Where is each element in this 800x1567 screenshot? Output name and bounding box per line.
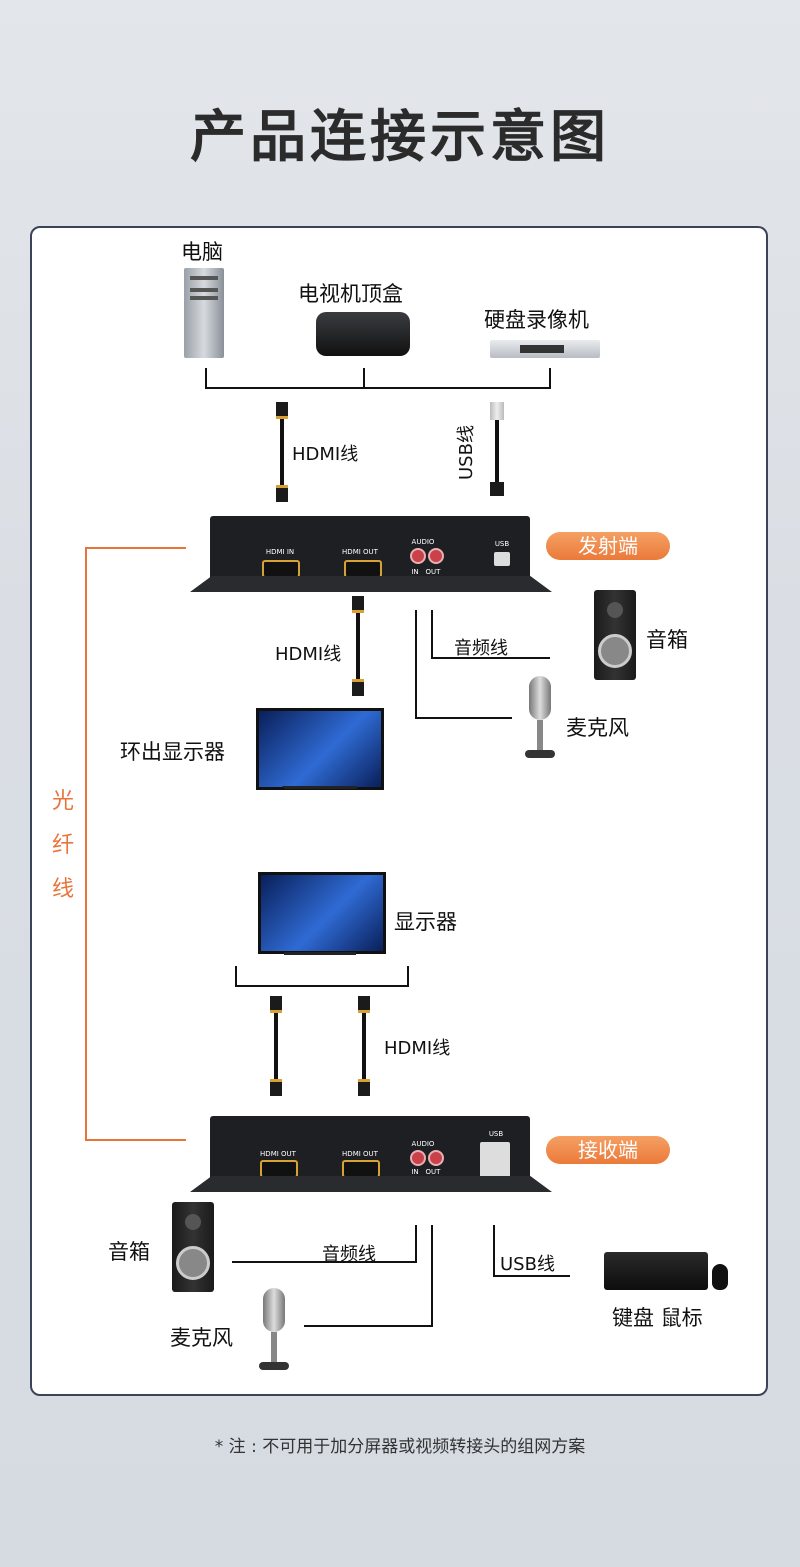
fiber-char: 线 xyxy=(51,877,74,902)
usb-cable-icon xyxy=(490,402,504,498)
settop-box-icon xyxy=(316,312,410,356)
hdmi-port-icon xyxy=(342,1160,380,1178)
transmitter-base xyxy=(190,576,552,592)
hdmi-cable-icon xyxy=(352,596,364,696)
audio-jack-icon xyxy=(410,548,426,564)
audio-cable-label: 音频线 xyxy=(454,638,508,659)
microphone-label: 麦克风 xyxy=(566,716,629,740)
nvr-label: 硬盘录像机 xyxy=(484,308,589,332)
hdmi-in-port-label: HDMI IN xyxy=(265,548,295,556)
receiver-badge: 接收端 xyxy=(546,1136,670,1164)
audio-jack-icon xyxy=(428,548,444,564)
monitor-icon xyxy=(256,708,384,790)
monitor-stand xyxy=(282,786,357,805)
keyboard-icon xyxy=(604,1252,708,1290)
speaker-icon xyxy=(594,590,636,680)
footnote: * 注 : 不可用于加分屏器或视频转接头的组网方案 xyxy=(214,1437,586,1457)
mouse-icon xyxy=(712,1264,728,1290)
keyboard-mouse-label: 键盘 鼠标 xyxy=(612,1306,703,1330)
speaker-label: 音箱 xyxy=(646,628,688,652)
audio-port-label: AUDIO xyxy=(411,538,435,546)
microphone-icon xyxy=(524,676,556,770)
transmitter-badge: 发射端 xyxy=(546,532,670,560)
diagram-panel xyxy=(30,226,768,1396)
hdmi-cable-label: HDMI线 xyxy=(292,444,359,465)
usb-cable-label: USB线 xyxy=(456,425,477,480)
speaker-label: 音箱 xyxy=(108,1240,150,1264)
hdmi-cable-label: HDMI线 xyxy=(384,1038,451,1059)
hdmi-cable-icon xyxy=(270,996,282,1096)
audio-out-label: OUT xyxy=(425,568,441,576)
audio-cable-label: 音频线 xyxy=(322,1244,376,1265)
fiber-label: 光 纤 线 xyxy=(48,780,78,912)
usb-cable-label: USB线 xyxy=(500,1254,555,1275)
audio-jack-icon xyxy=(428,1150,444,1166)
microphone-icon xyxy=(258,1288,290,1382)
receiver-base xyxy=(190,1176,552,1192)
audio-out-label: OUT xyxy=(425,1168,441,1176)
fiber-char: 光 xyxy=(51,789,74,814)
hdmi-port-icon xyxy=(262,560,300,578)
page-title: 产品连接示意图 xyxy=(190,105,610,170)
nvr-icon xyxy=(490,340,600,358)
speaker-icon xyxy=(172,1202,214,1292)
hdmi-port-icon xyxy=(344,560,382,578)
usb-port-label: USB xyxy=(488,1130,504,1138)
hdmi-cable-icon xyxy=(276,402,288,502)
audio-jack-icon xyxy=(410,1150,426,1166)
hdmi-out-port-label: HDMI OUT xyxy=(342,1150,378,1158)
fiber-char: 纤 xyxy=(51,833,74,858)
monitor-label: 显示器 xyxy=(394,910,457,934)
audio-port-label: AUDIO xyxy=(411,1140,435,1148)
hdmi-out-port-label: HDMI OUT xyxy=(260,1150,296,1158)
pc-label: 电脑 xyxy=(181,240,223,264)
pc-icon xyxy=(184,268,224,358)
usb-port-label: USB xyxy=(494,540,510,548)
hdmi-cable-icon xyxy=(358,996,370,1096)
usb-b-port-icon xyxy=(494,552,510,566)
usb-a-ports-icon xyxy=(480,1142,510,1178)
monitor-stand xyxy=(284,952,356,969)
hdmi-cable-label: HDMI线 xyxy=(275,644,342,665)
monitor-icon xyxy=(258,872,386,954)
hdmi-out-port-label: HDMI OUT xyxy=(342,548,378,556)
settop-label: 电视机顶盒 xyxy=(298,282,403,306)
microphone-label: 麦克风 xyxy=(170,1326,233,1350)
loop-monitor-label: 环出显示器 xyxy=(120,740,225,764)
hdmi-port-icon xyxy=(260,1160,298,1178)
audio-in-label: IN xyxy=(411,568,419,576)
audio-in-label: IN xyxy=(411,1168,419,1176)
